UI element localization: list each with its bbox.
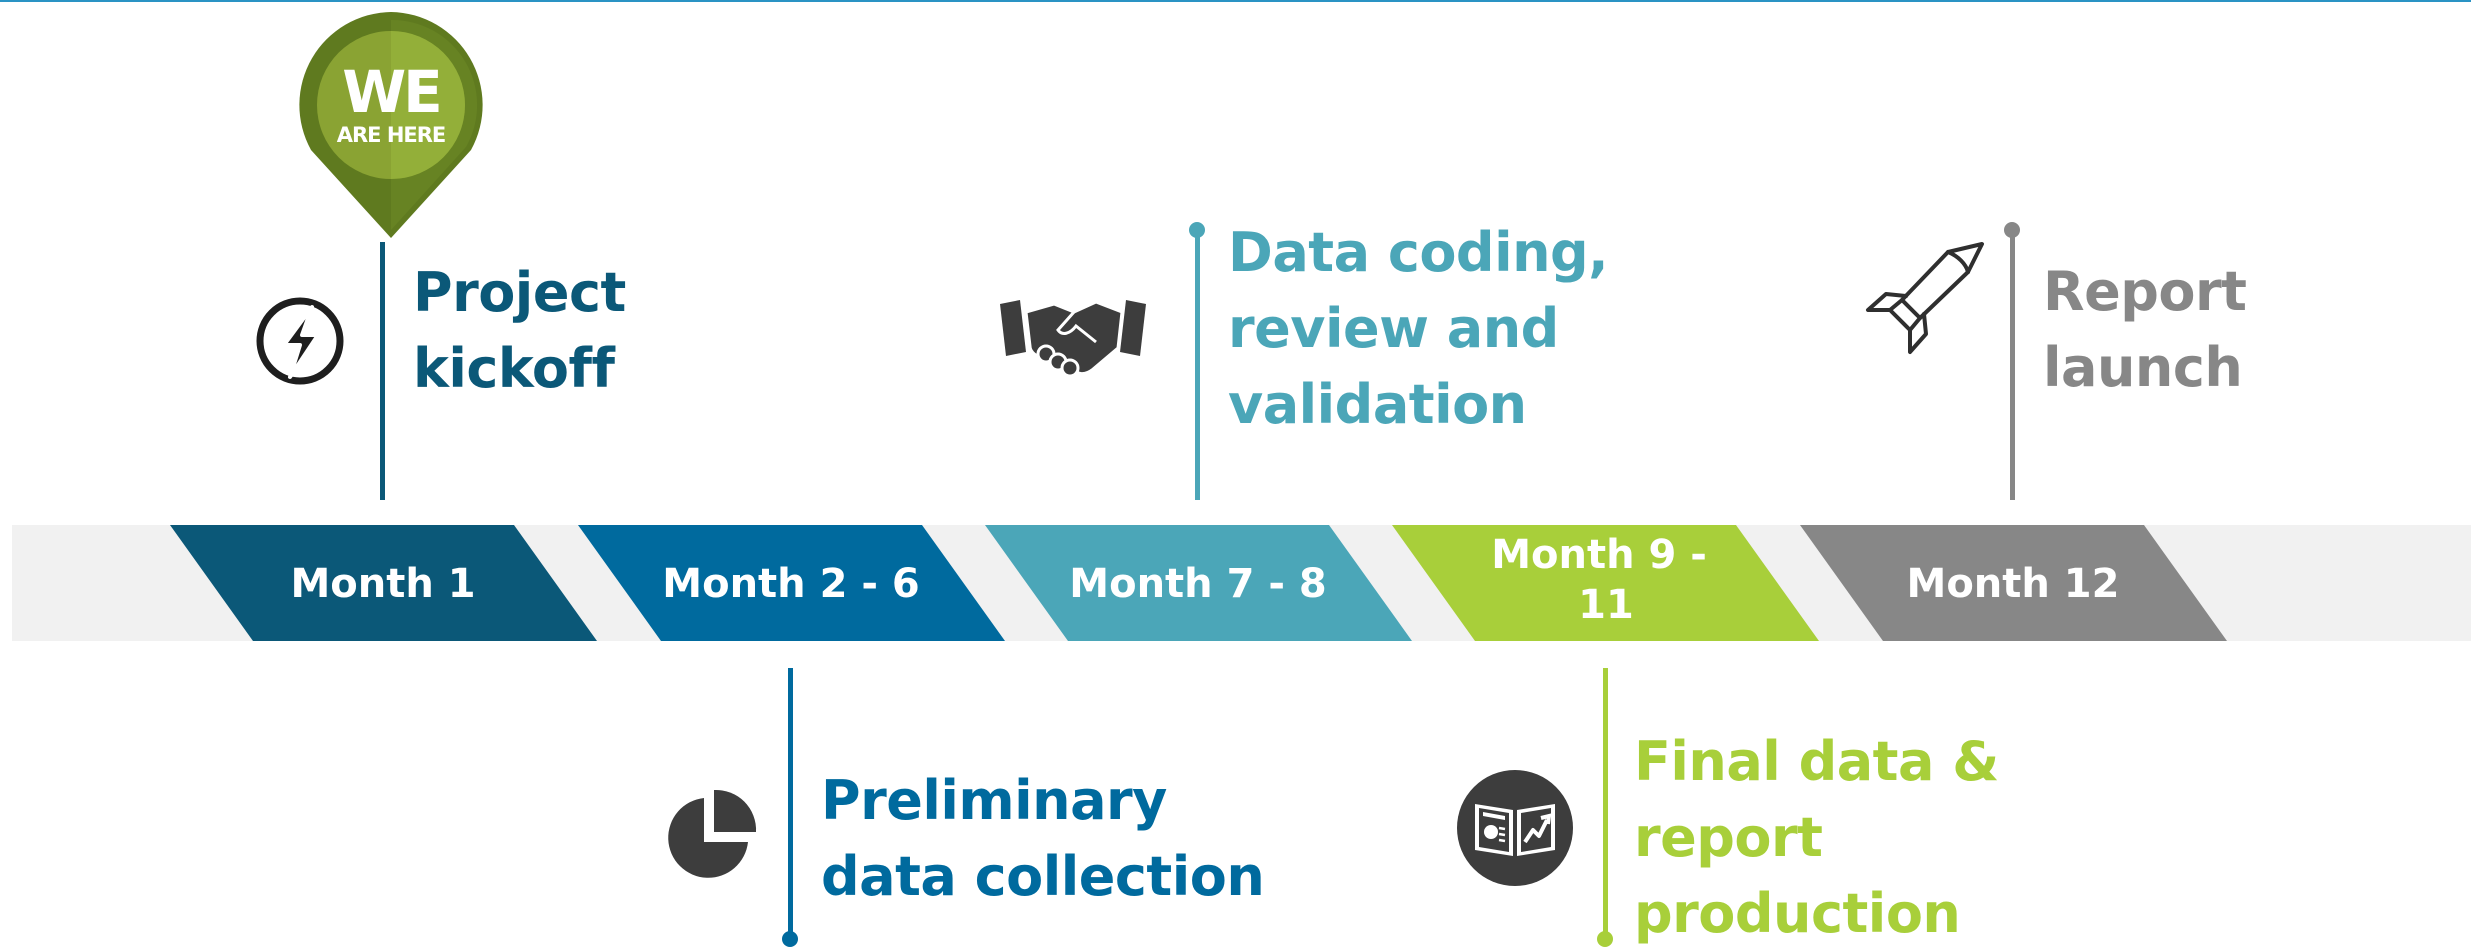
milestone-project-kickoff: Project kickoff xyxy=(413,255,626,407)
kickoff-connector-line xyxy=(380,242,385,500)
milestone-final-line-3: production xyxy=(1634,882,1961,945)
phase-month-7-8: Month 7 - 8 xyxy=(985,525,1412,641)
milestone-kickoff-line-1: Project xyxy=(413,261,626,324)
milestone-coding-line-1: Data coding, xyxy=(1228,221,1609,284)
pie-chart-icon xyxy=(668,789,757,878)
milestone-preliminary-line-2: data collection xyxy=(821,845,1265,908)
milestone-final-line-2: report xyxy=(1634,806,1823,869)
launch-connector-line xyxy=(2010,229,2015,500)
milestone-final-line-1: Final data & xyxy=(1634,730,1999,793)
phase-bar: Month 1 Month 2 - 6 Month 7 - 8 Month 9 … xyxy=(170,525,2227,641)
phase-label-month-9-11: Month 9 - 11 xyxy=(1491,532,1721,628)
lightning-icon xyxy=(256,297,344,385)
milestone-coding-line-2: review and xyxy=(1228,297,1559,360)
milestone-launch-line-1: Report xyxy=(2043,260,2247,323)
milestone-report-launch: Report launch xyxy=(2043,254,2247,406)
milestone-launch-line-2: launch xyxy=(2043,336,2243,399)
launch-connector-dot xyxy=(2004,222,2020,238)
phase-label-month-2-6: Month 2 - 6 xyxy=(662,561,919,607)
milestone-coding-line-3: validation xyxy=(1228,373,1527,436)
preliminary-connector-line xyxy=(788,668,793,940)
pin-line-2: ARE HERE xyxy=(337,123,446,147)
milestone-kickoff-line-2: kickoff xyxy=(413,337,615,400)
pin-line-1: WE xyxy=(342,58,440,126)
phase-label-month-1: Month 1 xyxy=(290,561,475,607)
milestone-data-coding: Data coding, review and validation xyxy=(1228,215,1609,443)
coding-connector-dot xyxy=(1189,222,1205,238)
phase-label-month-12: Month 12 xyxy=(1907,561,2120,607)
phase-month-12: Month 12 xyxy=(1800,525,2227,641)
coding-connector-line xyxy=(1195,229,1200,500)
phase-label-month-7-8: Month 7 - 8 xyxy=(1069,561,1326,607)
handshake-icon xyxy=(1000,300,1146,378)
top-border xyxy=(0,0,2471,2)
phase-month-2-6: Month 2 - 6 xyxy=(578,525,1005,641)
phase-month-1: Month 1 xyxy=(170,525,597,641)
milestone-preliminary-data-collection: Preliminary data collection xyxy=(821,763,1265,915)
report-icon xyxy=(1457,770,1573,886)
we-are-here-pin-icon: WE ARE HERE xyxy=(299,12,483,238)
final-connector-line xyxy=(1603,668,1608,940)
milestone-preliminary-line-1: Preliminary xyxy=(821,769,1167,832)
phase-month-9-11: Month 9 - 11 xyxy=(1392,525,1819,641)
milestone-final-data-report: Final data & report production xyxy=(1634,724,1999,952)
preliminary-connector-dot xyxy=(782,931,798,947)
final-connector-dot xyxy=(1597,931,1613,947)
rocket-icon xyxy=(1866,242,1984,354)
